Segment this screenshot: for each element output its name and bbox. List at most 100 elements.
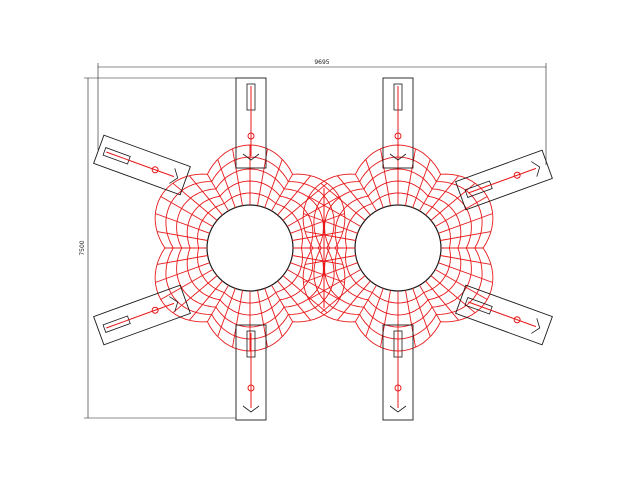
net-radial-right (305, 231, 356, 241)
dimension-lines (84, 63, 547, 419)
post-3 (93, 134, 191, 196)
post-bracket (169, 168, 179, 184)
post-rod (468, 167, 537, 194)
net-radial-left (290, 262, 345, 283)
post-2 (235, 324, 267, 421)
net-radial-left (232, 148, 243, 206)
net-radial-right (355, 284, 377, 322)
net-radial-left (277, 175, 312, 216)
net-radial-right (412, 288, 431, 337)
post-anchor (394, 384, 402, 392)
net-radial-left (188, 280, 223, 321)
net-ring-right (302, 144, 494, 352)
post-base (235, 77, 267, 169)
post-anchor (513, 316, 521, 324)
inner-ring-left (206, 204, 294, 292)
net-radial-right (434, 269, 488, 300)
post-base (235, 324, 267, 421)
net-radial-left (232, 290, 243, 348)
net-radial-right (336, 280, 371, 321)
net-radial-left (271, 174, 293, 212)
net-radial-right (305, 255, 356, 265)
post-bracket (389, 153, 407, 161)
net-radial-right (320, 275, 366, 314)
net-radial-left (155, 213, 210, 234)
post-bracket (242, 153, 260, 161)
posts-group (93, 77, 553, 421)
net-radial-left (286, 196, 340, 227)
net-radial-right (438, 213, 493, 234)
net-radial-left (160, 196, 214, 227)
post-anchor (247, 132, 255, 140)
net-radial-left (277, 280, 312, 321)
net-radial-left (160, 269, 214, 300)
net-radial-left (217, 159, 236, 208)
net-radial-left (282, 275, 328, 314)
net-radial-right (419, 284, 441, 322)
post-base (382, 77, 414, 169)
net-radial-right (405, 290, 416, 348)
inner-ring-right (354, 204, 442, 292)
net-radial-right (419, 174, 441, 212)
net-radial-left (292, 231, 343, 241)
net-radial-right (336, 175, 371, 216)
net-radial-left (207, 174, 229, 212)
post-bracket (169, 296, 179, 312)
post-rod (468, 301, 537, 328)
net-radial-right (405, 148, 416, 206)
net-radial-left (292, 255, 343, 265)
net-radial-right (308, 196, 362, 227)
post-base (455, 149, 553, 211)
post-anchor (394, 132, 402, 140)
net-radial-left (155, 262, 210, 283)
net-radial-left (172, 275, 218, 314)
post-7 (455, 149, 553, 211)
net-radial-right (308, 269, 362, 300)
post-6 (382, 324, 414, 421)
net-radial-left (207, 284, 229, 322)
post-bracket (531, 318, 541, 334)
height-dimension-label: 7500 (79, 240, 86, 255)
net-radial-left (264, 288, 283, 337)
post-bracket (531, 161, 541, 177)
net-radial-right (380, 290, 391, 348)
net-radial-right (425, 280, 460, 321)
post-1 (235, 77, 267, 169)
post-anchor (247, 384, 255, 392)
net-radial-right (430, 182, 476, 221)
net-radial-right (438, 262, 493, 283)
net-radial-right (430, 275, 476, 314)
net-radial-left (172, 182, 218, 221)
net-ring-line-left-1 (197, 192, 303, 304)
post-5 (382, 77, 414, 169)
net-radial-right (434, 196, 488, 227)
net-radial-left (217, 288, 236, 337)
net-radial-right (303, 213, 358, 234)
post-base (455, 284, 553, 346)
post-4 (93, 284, 191, 346)
post-rod (106, 151, 175, 178)
post-bracket (389, 405, 407, 413)
net-radial-right (440, 231, 491, 241)
net-radial-left (157, 231, 208, 241)
post-anchor (151, 166, 159, 174)
net-radial-right (320, 182, 366, 221)
net-radial-right (355, 174, 377, 212)
post-anchor (151, 306, 159, 314)
net-radial-left (290, 213, 345, 234)
net-radial-right (380, 148, 391, 206)
net-ring-left (154, 144, 346, 352)
post-base (93, 284, 191, 346)
net-radial-left (264, 159, 283, 208)
net-ring-line-right-1 (345, 192, 451, 304)
net-radial-right (425, 175, 460, 216)
post-anchor (513, 171, 521, 179)
net-radial-right (365, 288, 384, 337)
width-dimension-label: 9695 (314, 59, 329, 66)
net-radial-left (271, 284, 293, 322)
net-radial-left (157, 255, 208, 265)
post-bracket (242, 405, 260, 413)
post-base (93, 134, 191, 196)
